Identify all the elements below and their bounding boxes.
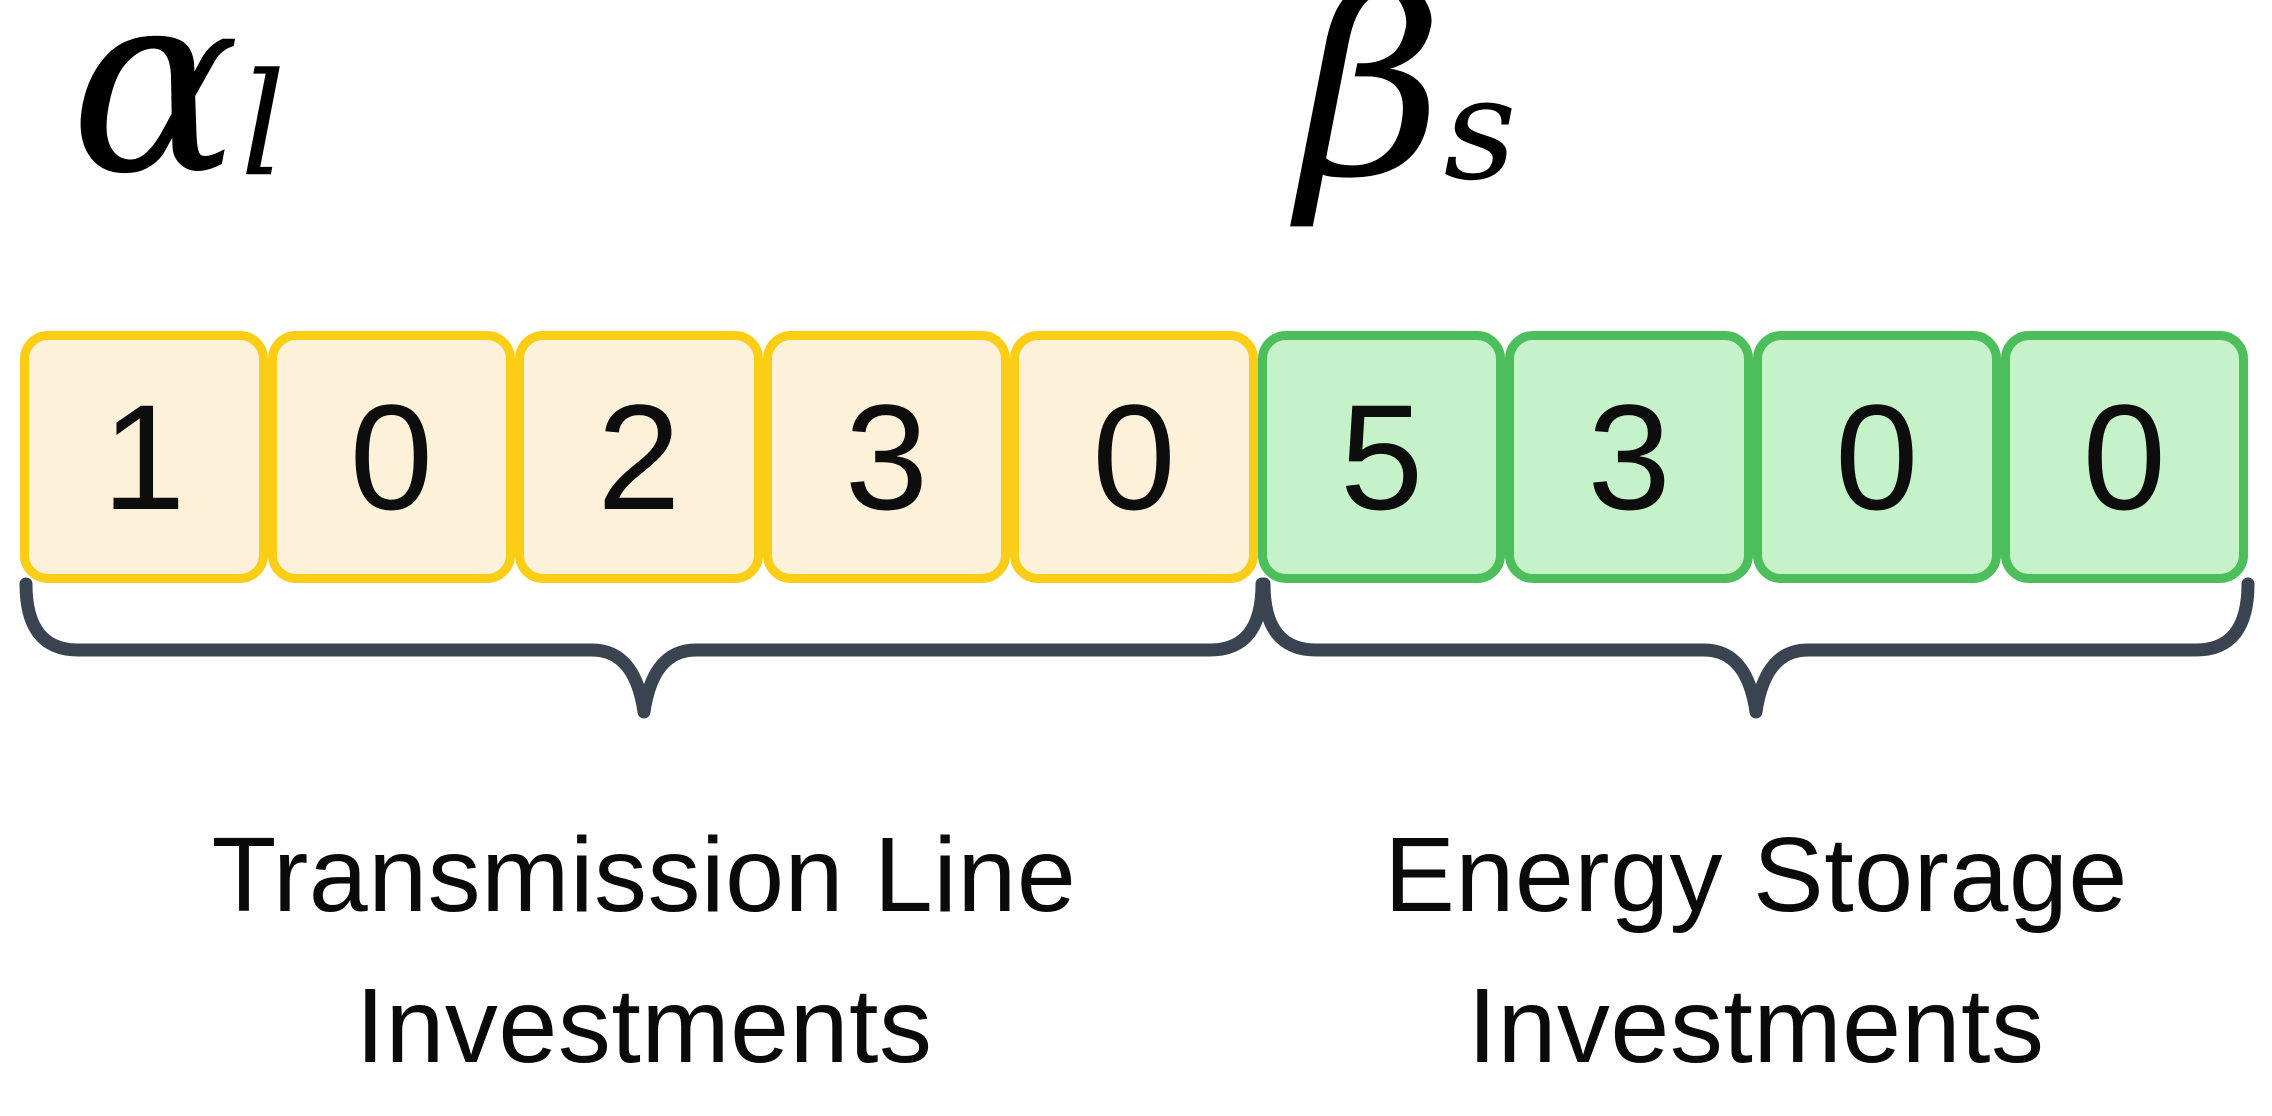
cell-value: 0 [2082,372,2166,541]
storage-caption: Energy Storage Investments [1156,800,2272,1101]
beta-symbol-label: βs [1298,0,1517,214]
right-underbrace [1257,577,2255,719]
transmission-caption-line2: Investments [355,966,933,1085]
cell-value: 5 [1339,372,1424,541]
solution-vector-row: 1 0 2 3 0 5 3 0 0 [20,331,2249,583]
storage-caption-line2: Investments [1467,966,2045,1085]
transmission-cell: 3 [762,331,1011,583]
beta-symbol: β [1298,0,1444,234]
storage-cell: 0 [1752,331,2001,583]
transmission-cell: 2 [515,331,763,583]
cell-value: 3 [1587,372,1671,541]
alpha-symbol: α [70,0,241,230]
storage-cell: 0 [2000,331,2249,583]
alpha-subscript: l [240,43,286,209]
cell-value: 0 [349,372,434,541]
cell-value: 1 [102,372,186,541]
storage-cell: 5 [1257,331,1506,583]
cell-value: 0 [1835,372,1919,541]
alpha-symbol-label: αl [70,0,286,210]
left-underbrace [19,577,1269,719]
storage-caption-line1: Energy Storage [1384,816,2128,934]
beta-subscript: s [1443,47,1517,213]
cell-value: 0 [1092,372,1176,541]
cell-value: 3 [844,372,929,541]
transmission-cell: 1 [20,331,268,583]
cell-value: 2 [597,372,681,541]
storage-cell: 3 [1505,331,1753,583]
transmission-caption-line1: Transmission Line [211,816,1077,934]
transmission-cell: 0 [1010,331,1258,583]
transmission-caption: Transmission Line Investments [44,800,1244,1101]
transmission-cell: 0 [267,331,516,583]
